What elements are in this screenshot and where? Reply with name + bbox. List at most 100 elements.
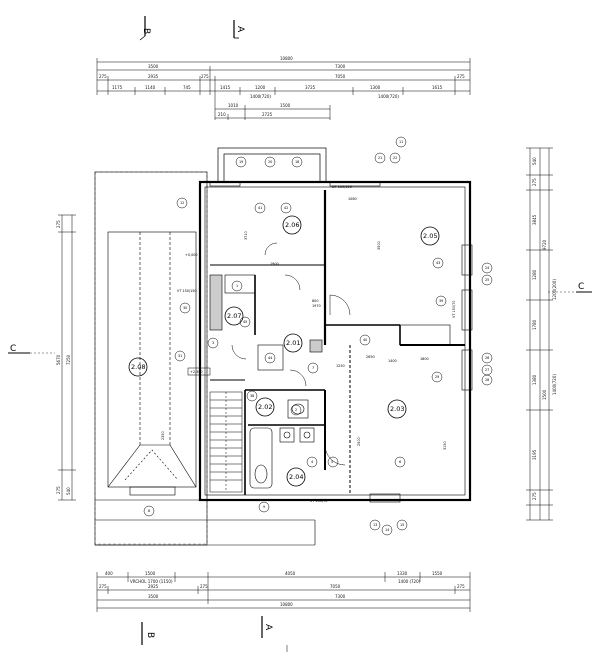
tag-45: 45 — [243, 320, 247, 324]
tag-25: 25 — [485, 278, 489, 282]
note-3150: 3150 — [443, 441, 447, 450]
room-2-01: 2.01 — [283, 333, 303, 353]
tag-19: 19 — [239, 160, 243, 164]
tag-29: 29 — [435, 375, 439, 379]
level-mark-text: +2,300 — [190, 370, 203, 374]
dim-bot-row1-2: 4050 — [285, 571, 296, 576]
tag-44: 44 — [268, 356, 272, 360]
note-door-c: VT 150/70 — [310, 499, 327, 503]
dim-left-d: 540 — [66, 487, 71, 495]
dim-top-row4-2: 745 — [183, 85, 191, 90]
door-swings — [231, 242, 351, 466]
tag-15: 15 — [400, 523, 404, 527]
section-label-bottom-a: A — [263, 624, 273, 631]
note-1250: 1250 — [336, 364, 345, 368]
section-mark-bottom-b: B — [141, 622, 155, 645]
room-2-08: 2.08 — [128, 357, 148, 377]
dim-right-d: 1280 — [532, 269, 537, 280]
room-2-06: 2.06 — [282, 215, 302, 235]
dim-left-c: 275 — [56, 220, 61, 228]
tag-40: 40 — [363, 338, 367, 342]
room-2-08-area — [107, 231, 197, 496]
dim-bot-row1-0: 400 — [105, 571, 113, 576]
tag-14: 14 — [385, 528, 389, 532]
dim-bot-total: 10800 — [280, 602, 293, 607]
tag-39: 39 — [439, 299, 443, 303]
dim-bot-note-a: VRCHOL 1700 (1150) — [130, 579, 173, 584]
dim-top-row4-7: 1615 — [432, 85, 443, 90]
tag-18: 18 — [295, 160, 299, 164]
room-2-05: 2.05 — [420, 226, 440, 246]
bottom-dimension-text: 400 1500 4050 1330 1550 VRCHOL 1700 (115… — [99, 571, 465, 607]
note-window-top: VT 150/150 — [177, 289, 197, 293]
note-3500: 3500 — [377, 241, 381, 250]
dim-right-b: 275 — [532, 178, 537, 186]
dim-bot-row1-4: 1550 — [432, 571, 443, 576]
dim-top-row3-1: 2935 — [148, 74, 159, 79]
dim-bot-row2-1: 2925 — [148, 584, 159, 589]
dim-bot-row2-0: 275 — [99, 584, 107, 589]
tag-21: 21 — [378, 156, 382, 160]
tag-9: 9 — [263, 505, 265, 509]
note-1060: 1060 — [348, 197, 357, 201]
bottom-dimension-chains — [96, 572, 471, 612]
left-dimension-chains — [58, 214, 76, 501]
dim-top-row4-6: 1300 — [370, 85, 381, 90]
room-label-2-07: 2.07 — [227, 312, 241, 320]
room-2-03: 2.03 — [387, 399, 407, 419]
dim-right-a: 540 — [532, 157, 537, 165]
section-label-top-b: B — [141, 28, 151, 34]
reference-tags — [143, 136, 493, 536]
tag-30: 30 — [183, 306, 187, 310]
tag-7: 7 — [312, 366, 314, 370]
dim-bot-row3-0: 3500 — [148, 594, 159, 599]
dim-top-row6-0: 210 — [218, 112, 226, 117]
dim-right-j: 9720 — [542, 239, 547, 250]
staircase — [209, 391, 243, 493]
dim-top-row4-5: 3725 — [305, 85, 316, 90]
bathroom-fixtures — [249, 399, 315, 489]
room-2-07: 2.07 — [224, 306, 244, 326]
tag-13: 13 — [373, 523, 377, 527]
room-label-2-03: 2.03 — [390, 405, 404, 413]
level-mark: +2,300 — [187, 367, 211, 376]
dim-right-h: 275 — [532, 492, 537, 500]
tag-3: 3 — [212, 341, 214, 345]
shafts — [209, 274, 451, 371]
right-dimension-text: 540 275 3845 1280 1780 1380 3195 275 972… — [532, 157, 557, 500]
bay-window-top — [217, 147, 327, 183]
dim-top-row3-2: 275 — [201, 74, 209, 79]
tag-31: 31 — [178, 354, 182, 358]
dim-right-i: 1500 — [542, 389, 547, 400]
dim-top-note-b: 1400(720) — [378, 94, 399, 99]
tag-1: 1 — [236, 284, 238, 288]
note-2650: 2650 — [366, 355, 375, 359]
room-label-2-06: 2.06 — [285, 221, 299, 229]
dim-top-row5-1: 1500 — [280, 103, 291, 108]
dim-top-row3-0: 275 — [99, 74, 107, 79]
tag-2: 2 — [295, 408, 297, 412]
right-dimension-chains — [526, 147, 553, 521]
room-label-2-08: 2.08 — [131, 363, 145, 371]
section-label-bottom-b: B — [145, 632, 155, 638]
room-labels: 2.06 2.05 2.07 2.01 2.02 2.03 2.04 2.08 — [128, 215, 440, 487]
windows-right — [209, 181, 473, 503]
building-walls — [198, 180, 472, 502]
note-2500: 2500 — [357, 437, 361, 446]
note-door-a: DT 150/150 — [332, 185, 352, 189]
tag-6: 6 — [399, 460, 401, 464]
dim-bot-row2-2: 275 — [200, 584, 208, 589]
dim-top-row4-4: 1200 — [255, 85, 266, 90]
top-dimension-text: 10800 3500 7300 275 2935 275 7050 275 11… — [99, 56, 465, 117]
section-label-left-c: C — [10, 344, 16, 354]
section-label-top-a: A — [235, 26, 245, 33]
tag-12: 12 — [180, 201, 184, 205]
dim-top-row2-1: 7300 — [335, 64, 346, 69]
top-dimension-chains — [96, 58, 471, 120]
dim-bot-row1-3: 1330 — [397, 571, 408, 576]
dim-right-l: 1200(200) — [552, 279, 557, 300]
dim-top-row3-3: 7050 — [335, 74, 346, 79]
tag-28: 28 — [485, 378, 489, 382]
note-2350: 2350 — [161, 431, 165, 440]
left-dimension-text: 5670 7250 275 275 540 — [56, 220, 71, 495]
